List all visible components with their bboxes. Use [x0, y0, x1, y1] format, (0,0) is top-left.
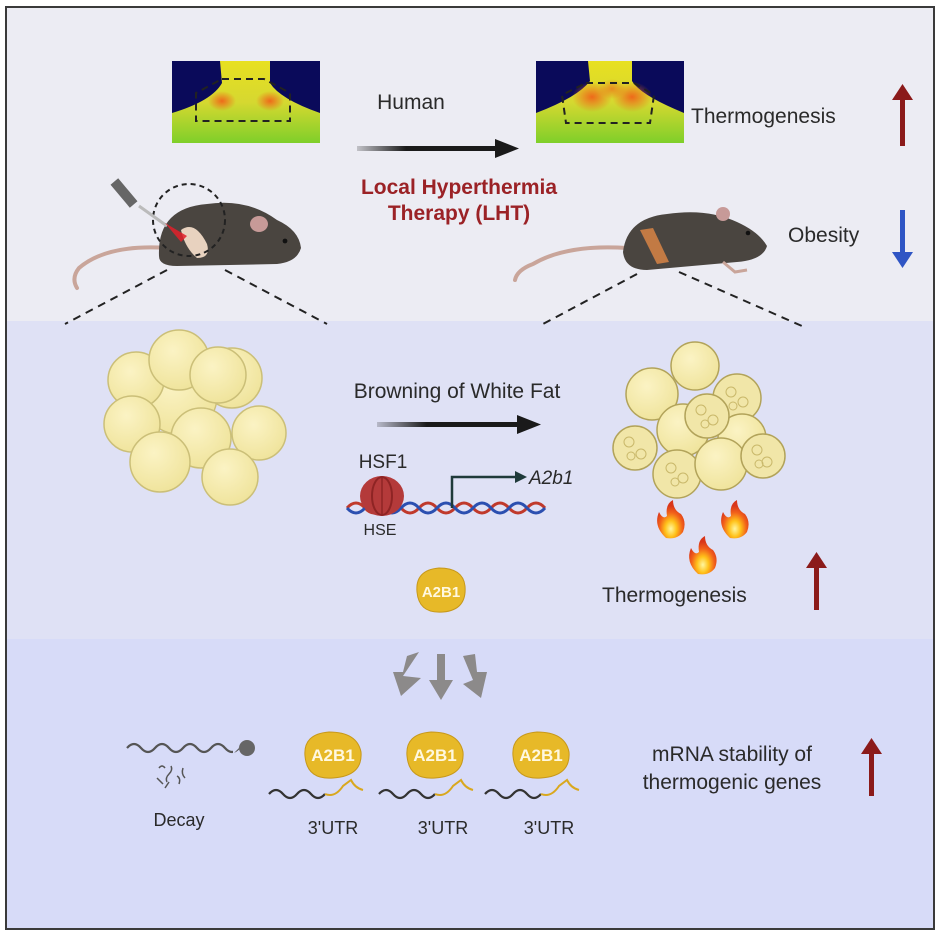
- thermogenesis-middle-up-arrow-icon: [806, 552, 827, 610]
- hsf1-label: HSF1: [359, 452, 408, 473]
- hsf1-protein-icon: [360, 476, 404, 516]
- mouse-treated-icon: [72, 183, 301, 290]
- bound-complex-3: A2B1 3'UTR: [484, 731, 580, 838]
- rna-strand-decay-icon: [126, 742, 240, 754]
- flame-icon: [689, 536, 717, 575]
- human-treatment-arrow: [357, 139, 519, 158]
- thermal-image-after: [536, 61, 684, 143]
- treatment-title-line2: Therapy (LHT): [388, 202, 530, 225]
- treatment-title-line1: Local Hyperthermia: [361, 176, 557, 199]
- utr-label: 3'UTR: [308, 818, 358, 838]
- laser-probe-icon: [110, 178, 187, 242]
- utr-label: 3'UTR: [418, 818, 468, 838]
- beige-fat-cells-icon: [612, 341, 786, 499]
- browning-arrow: [377, 415, 541, 434]
- zoom-guide-left: [64, 269, 328, 325]
- transcription-start-arrow: [450, 471, 527, 508]
- flame-icon: [657, 500, 685, 539]
- human-label: Human: [377, 91, 445, 114]
- three-way-split-arrows-icon: [393, 652, 487, 700]
- rna-fragments-icon: [156, 765, 186, 789]
- stability-label-line1: mRNA stability of: [652, 743, 812, 766]
- bound-complex-2: A2B1 3'UTR: [378, 731, 474, 838]
- obesity-label: Obesity: [788, 224, 860, 247]
- beige-fat-droplets: [623, 386, 773, 487]
- decay-label: Decay: [153, 810, 204, 830]
- a2b1-protein-label: A2B1: [422, 584, 460, 601]
- graphical-abstract-frame: Human Thermogenesis Local Hyperthermia T…: [5, 6, 935, 930]
- stability-label-line2: thermogenic genes: [643, 771, 822, 794]
- bound-complex-1: A2B1 3'UTR: [268, 731, 364, 838]
- thermogenesis-up-arrow-icon: [892, 84, 913, 146]
- white-fat-cells-icon: [103, 329, 287, 506]
- obesity-down-arrow-icon: [892, 210, 913, 268]
- top-panel-background: [7, 8, 933, 321]
- exonuclease-icon: [233, 740, 255, 756]
- stability-up-arrow-icon: [861, 738, 882, 796]
- a2b1-bound-label: A2B1: [413, 746, 456, 765]
- diagram-canvas: Human Thermogenesis Local Hyperthermia T…: [64, 61, 913, 838]
- hse-label: HSE: [364, 522, 397, 539]
- a2b1-protein-icon: [416, 567, 466, 613]
- thermogenesis-middle-label: Thermogenesis: [602, 584, 747, 607]
- thermal-image-before: [172, 61, 320, 143]
- a2b1-gene-label: A2b1: [528, 468, 573, 489]
- mouse-lean-icon: [513, 207, 767, 282]
- utr-label: 3'UTR: [524, 818, 574, 838]
- thermogenesis-top-label: Thermogenesis: [691, 105, 836, 128]
- a2b1-bound-label: A2B1: [519, 746, 562, 765]
- zoom-guide-right: [542, 271, 803, 327]
- a2b1-bound-label: A2B1: [311, 746, 354, 765]
- flame-icon: [721, 500, 749, 539]
- browning-label: Browning of White Fat: [354, 380, 561, 403]
